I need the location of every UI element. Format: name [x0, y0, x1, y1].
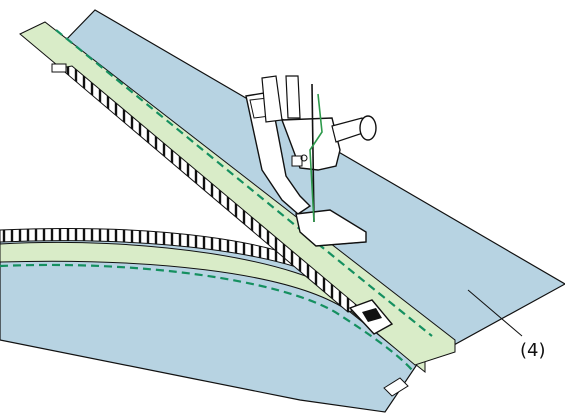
presser-foot-screw-knob [332, 116, 376, 142]
zipper-stop-top [52, 64, 66, 72]
callout-label-4: (4) [520, 340, 546, 361]
